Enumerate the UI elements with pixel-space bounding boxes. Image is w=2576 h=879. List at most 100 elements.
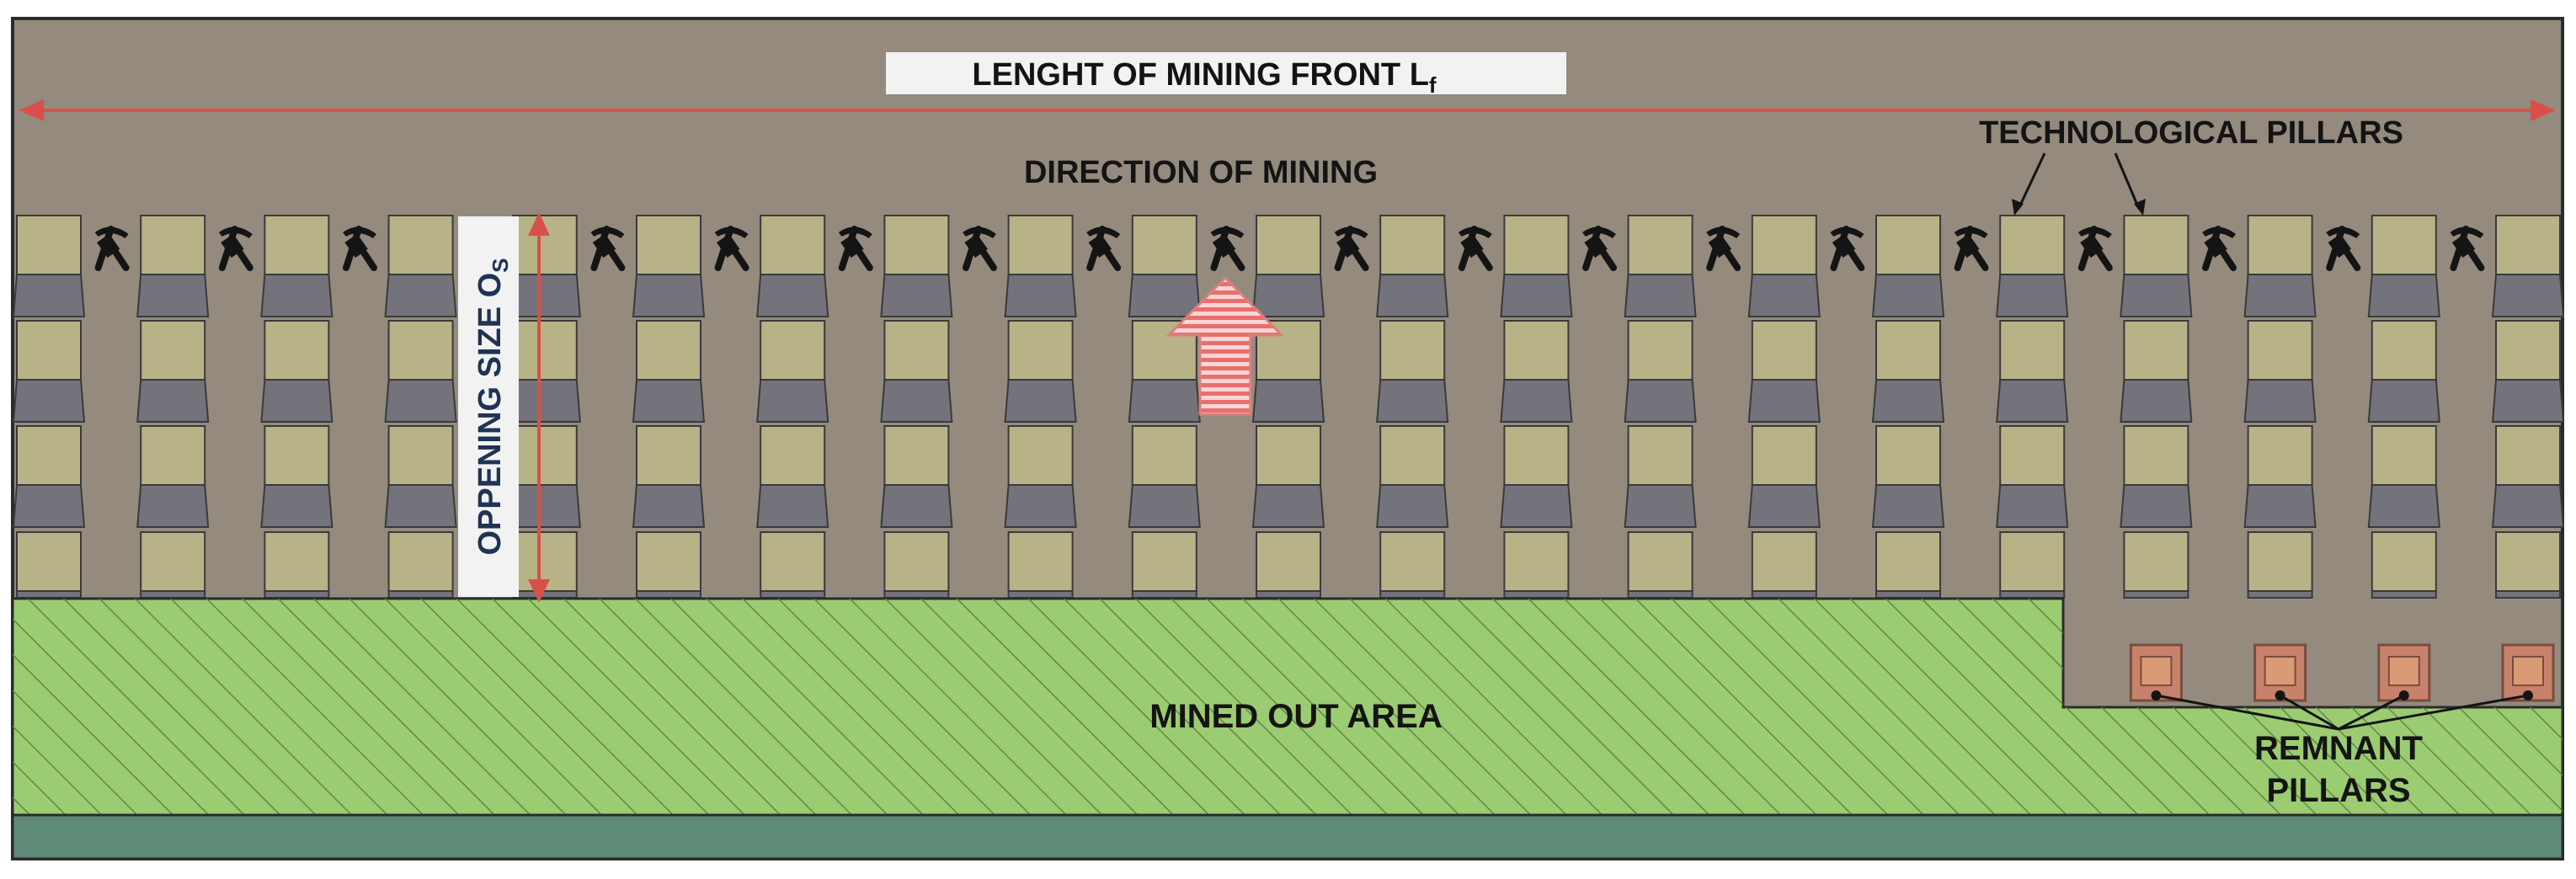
pillar [12,425,86,528]
left-arrowhead-icon [19,99,44,121]
pointer-line [2114,152,2141,210]
pillar [136,320,210,423]
bottom-arrowhead-icon [528,579,550,603]
pillar [1871,425,1945,528]
pillar [2243,215,2317,317]
remnant-pointers [2151,690,2533,731]
opening-size-label: OPPENING SIZE OS [472,258,513,555]
pillar [136,215,210,317]
pillar [880,425,953,528]
pillar [1131,531,1197,599]
pillar [632,320,706,423]
pillar [1996,425,2069,528]
pillar [1376,215,1449,317]
right-arrowhead-icon [2531,99,2556,121]
pillar [260,215,333,317]
up-arrow-icon [1165,275,1285,416]
pillar [140,531,206,599]
pillar [883,531,950,599]
direction-label: DIRECTION OF MINING [1024,155,1378,190]
pillar [2120,320,2193,423]
pillar [2371,531,2437,599]
pillar [2491,425,2565,528]
pillar [2243,320,2317,423]
top-arrowhead-icon [528,212,550,236]
pillar [260,320,333,423]
pointer-arrowhead-icon [2398,690,2409,701]
pillar [16,531,82,599]
pillar [1996,320,2069,423]
pillar [1999,531,2066,599]
pillar [1256,531,1321,599]
pointer-arrowhead-icon [2523,690,2533,701]
pillar [2491,215,2565,317]
pillar [1747,425,1821,528]
pillar [760,531,826,599]
pointer-line [2338,694,2529,731]
front-length-label-box [886,52,1566,94]
pillar [12,320,86,423]
pillar [384,215,457,317]
pillar [1624,425,1697,528]
pillar [1624,215,1697,317]
pillar [1379,531,1446,599]
pillar [1251,320,1325,423]
pillar [136,425,210,528]
pointer-arrowhead-icon [2275,690,2285,701]
remnant-label-line2: PILLARS [2266,772,2410,809]
pillar [2495,531,2561,599]
pillar [1004,320,1077,423]
pillar [1751,531,1817,599]
pillar [1996,215,2069,317]
pillar [1500,320,1573,423]
pillar [1007,531,1074,599]
front-length-label: LENGHT OF MINING FRONT Lf [972,57,1437,98]
pillar [384,320,457,423]
mined-out-label: MINED OUT AREA [1149,698,1442,735]
pillar [756,320,829,423]
pillar [2120,215,2193,317]
pillar [1747,215,1821,317]
pillar [880,215,953,317]
pillar [1871,320,1945,423]
pillar [387,531,454,599]
technological-pillars-label: TECHNOLOGICAL PILLARS [1979,115,2403,151]
pillar [1128,425,1201,528]
pillar [2120,425,2193,528]
pillar [632,215,706,317]
pillar [384,425,457,528]
pointer-line [2156,694,2339,731]
pillar [1251,425,1325,528]
pillar [1376,425,1449,528]
pillar [1500,215,1573,317]
pointer-line [2017,152,2046,210]
pillar [2123,531,2189,599]
pillar [2367,425,2440,528]
pillar [1128,215,1201,317]
pillar [1376,320,1449,423]
pointer-arrowhead-icon [2134,199,2146,216]
pillar [1128,320,1201,423]
pillar [1627,531,1693,599]
pillar [1747,320,1821,423]
floor-strip [11,813,2564,860]
pointer-line [2279,694,2339,731]
pillar [632,425,706,528]
pillar [2243,425,2317,528]
remnant-label-line1: REMNANT [2254,730,2423,767]
pillar [260,425,333,528]
pillar [264,531,330,599]
pillar [2247,531,2313,599]
pillar [1004,215,1077,317]
pillar [2491,320,2565,423]
pillar [1871,215,1945,317]
pillar [508,425,581,528]
pillar [636,531,701,599]
pillar [1500,425,1573,528]
pillar [756,215,829,317]
pillar [1004,425,1077,528]
pillar [12,215,86,317]
pillar [1875,531,1941,599]
pillar [508,320,581,423]
